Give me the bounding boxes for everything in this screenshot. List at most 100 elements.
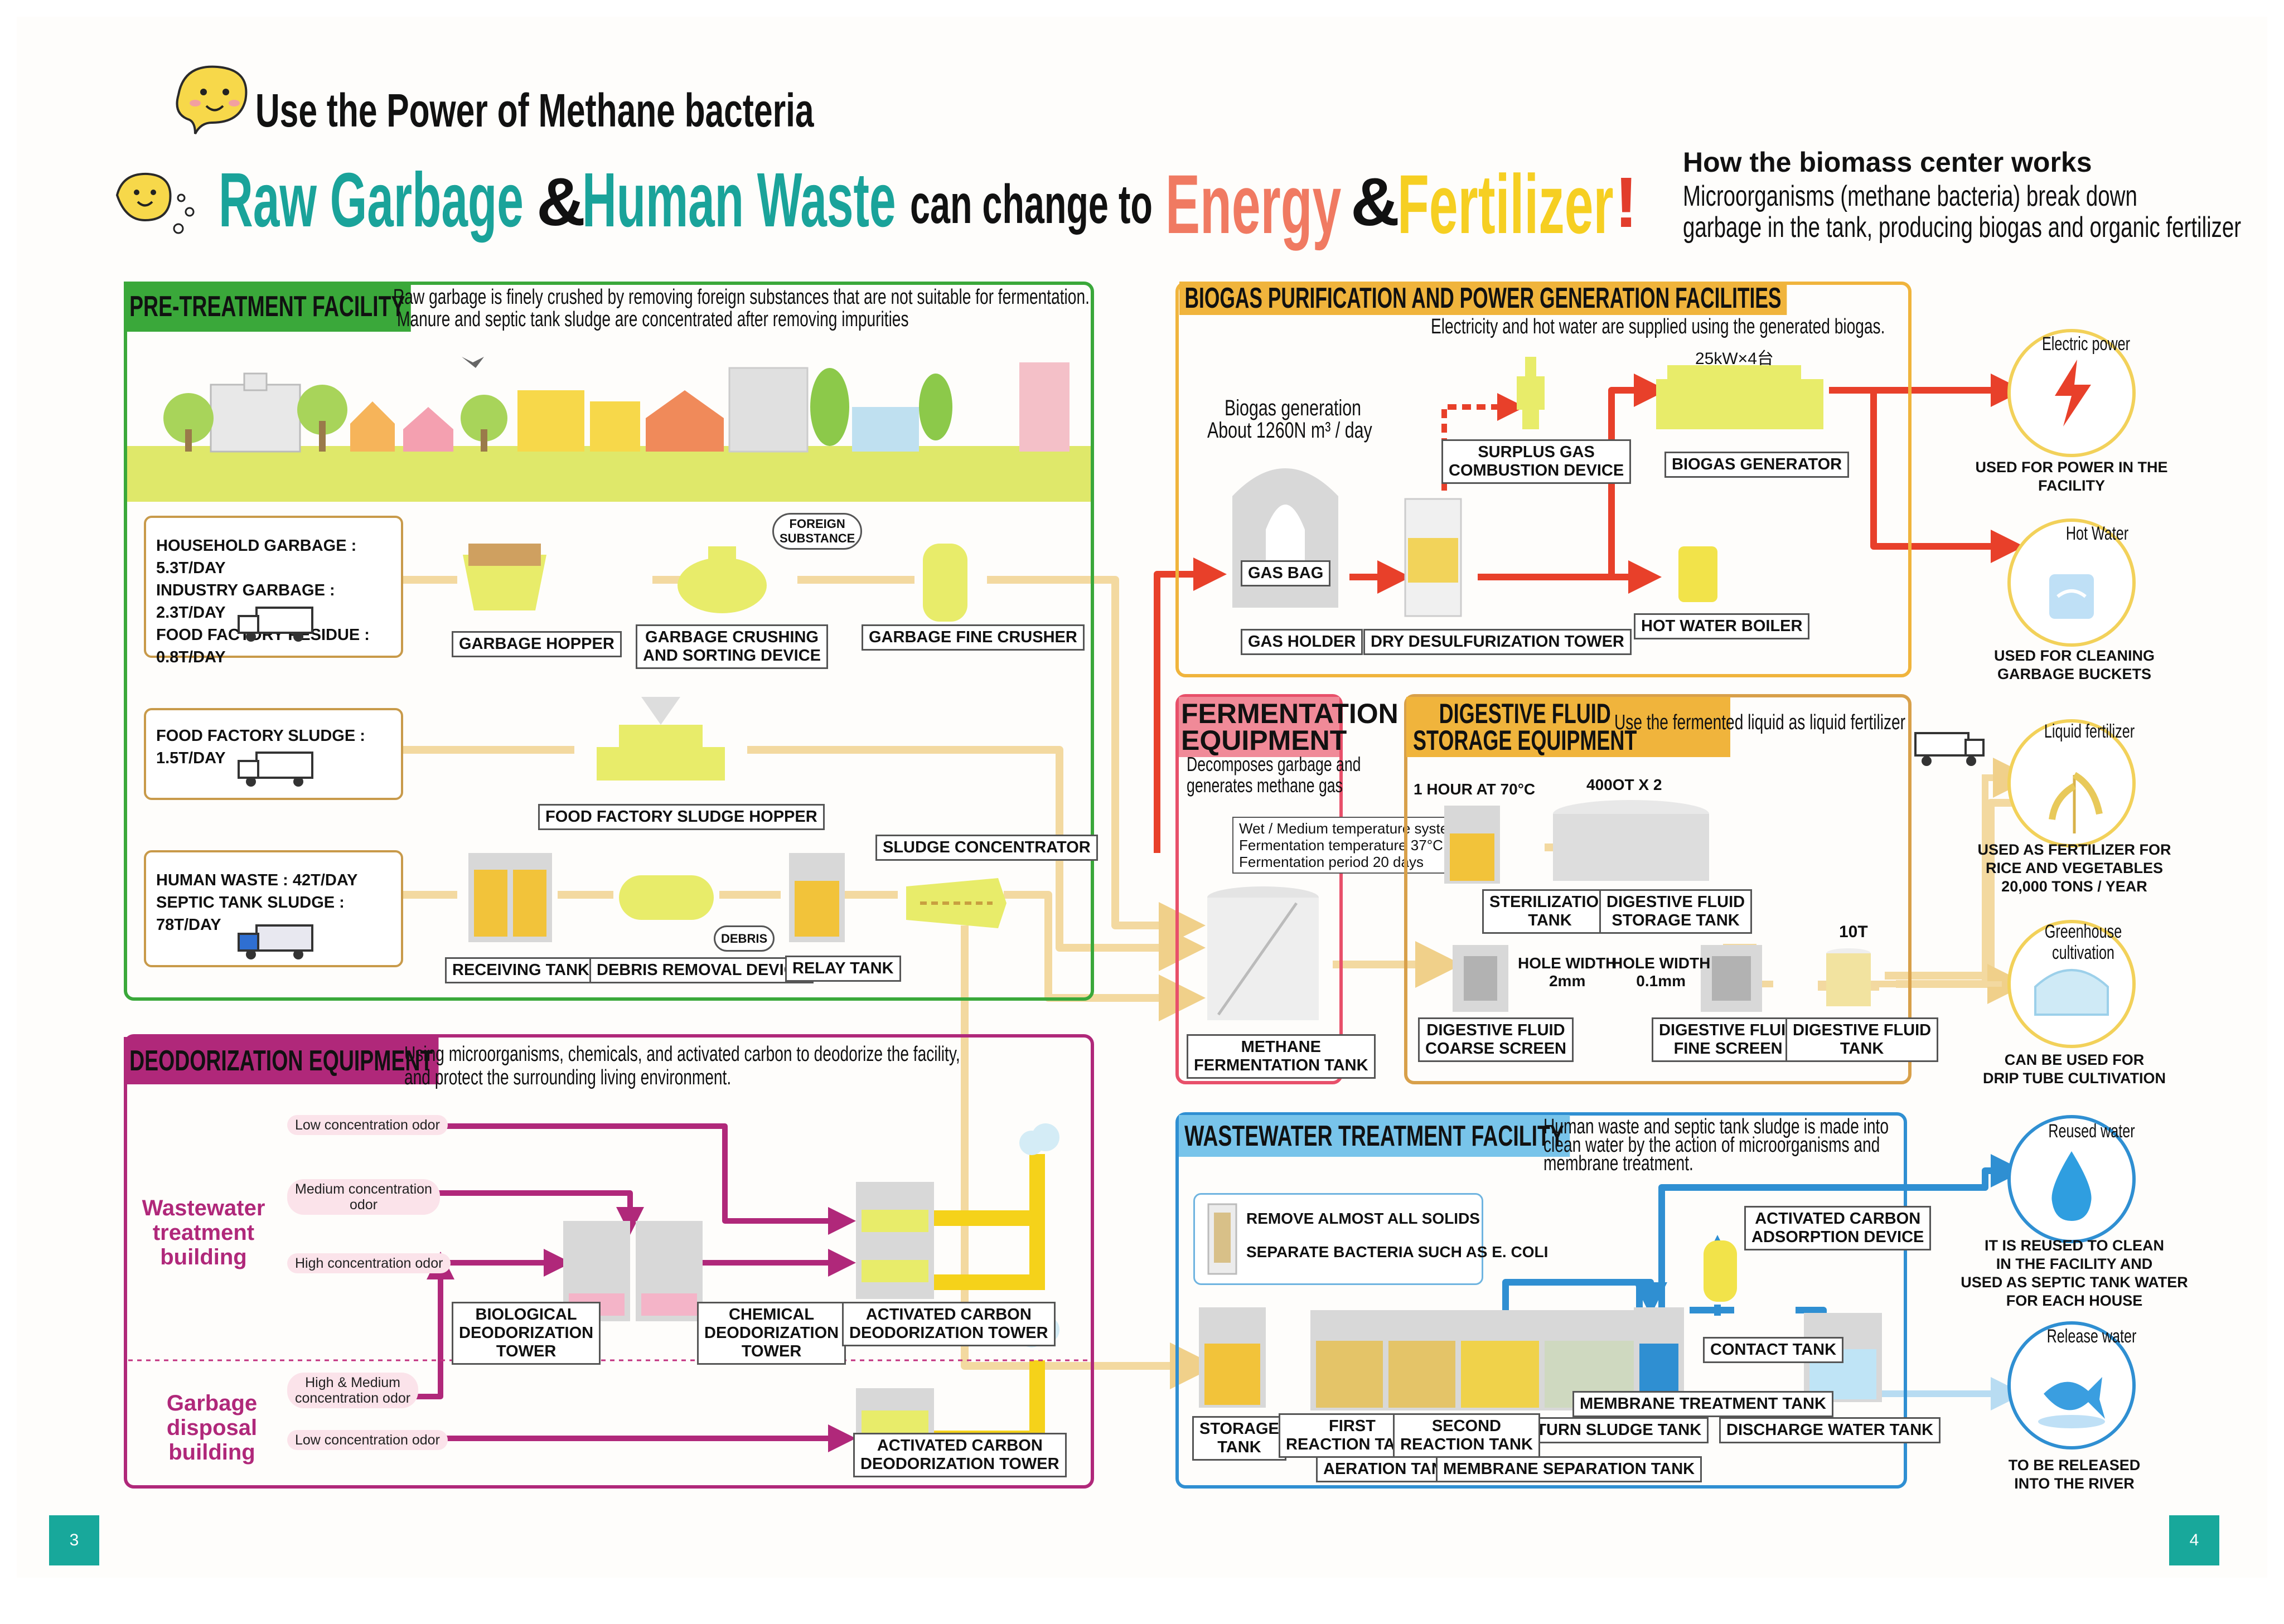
foreign-substance-badge: FOREIGN SUBSTANCE	[772, 513, 863, 550]
debris-device-label: DEBRIS REMOVAL DEVICE	[589, 957, 814, 983]
methane-tank-label: METHANE FERMENTATION TANK	[1187, 1034, 1376, 1079]
relay-tank-icon	[789, 853, 845, 942]
storage-capacity: 400OT X 2	[1586, 776, 1662, 793]
desulf-tower-label: DRY DESULFURIZATION TOWER	[1363, 629, 1632, 655]
title-amp2: &	[1351, 164, 1400, 240]
second-reaction-line2: REACTION TANK	[1400, 1436, 1533, 1453]
sludge-concentrator-label: SLUDGE CONCENTRATOR	[875, 835, 1098, 861]
biogas-generator-icon	[1656, 365, 1823, 429]
chem-tower-line1: CHEMICAL	[729, 1306, 815, 1324]
output-release-water-desc-line2: INTO THE RIVER	[2014, 1475, 2135, 1492]
hot-water-boiler-icon	[1678, 546, 1717, 602]
output-reused-water-title: Reused water	[2048, 1121, 2135, 1142]
source-industry: INDUSTRY GARBAGE : 2.3T/DAY	[156, 581, 335, 622]
garbage-building-line2: disposal	[166, 1415, 258, 1440]
hot-water-boiler-label: HOT WATER BOILER	[1634, 613, 1810, 639]
title-energy: Energy	[1165, 157, 1342, 251]
fermentation-note-line1: Wet / Medium temperature system	[1239, 820, 1460, 837]
pretreatment-header: PRE-TREATMENT FACILITY	[124, 282, 411, 332]
lightning-icon	[2055, 360, 2091, 426]
digestive-storage-tank-icon	[1553, 800, 1709, 881]
output-liquid-fertilizer-desc-line2: RICE AND VEGETABLES	[1985, 860, 2164, 876]
hole-width-fine-line1: HOLE WIDTH	[1612, 954, 1711, 972]
biogas-header: BIOGAS PURIFICATION AND POWER GENERATION…	[1179, 282, 1787, 315]
odor-low: Low concentration odor	[287, 1115, 448, 1135]
ac-tower-line2: DEODORIZATION TOWER	[849, 1324, 1048, 1342]
odor-medium-line2: odor	[349, 1197, 378, 1213]
wastewater-building-label: Wastewater treatment building	[139, 1196, 268, 1269]
output-greenhouse-title-text: Greenhouse cultivation	[2044, 921, 2122, 963]
digestive-storage-line1: DIGESTIVE FLUID	[1606, 893, 1745, 911]
wastewater-desc-line2: clean water by the action of microorgani…	[1543, 1133, 1880, 1157]
deodorization-header: DEODORIZATION EQUIPMENT	[124, 1037, 439, 1084]
output-liquid-fertilizer-desc-line1: USED AS FERTILIZER FOR	[1977, 841, 2171, 858]
hole-width-coarse-line2: 2mm	[1549, 972, 1586, 990]
output-release-water-desc: TO BE RELEASED INTO THE RIVER	[1954, 1456, 2194, 1493]
chem-tower-label: CHEMICAL DEODORIZATION TOWER	[697, 1302, 846, 1365]
fermentation-header-line2: EQUIPMENT	[1181, 725, 1347, 756]
digestive-header-line1: DIGESTIVE FLUID	[1439, 698, 1611, 729]
foreign-substance-line1: FOREIGN	[789, 517, 845, 531]
output-electric-desc: USED FOR POWER IN THE FACILITY	[1952, 458, 2191, 495]
sterilization-tank-line2: TANK	[1528, 912, 1572, 929]
deodorization-section	[124, 1034, 1094, 1489]
surplus-device-line2: COMBUSTION DEVICE	[1449, 462, 1624, 479]
ac-adsorption-line1: ACTIVATED CARBON	[1755, 1210, 1921, 1228]
wastewater-desc-line3: membrane treatment.	[1543, 1152, 1693, 1175]
townscape-illustration	[127, 357, 1091, 502]
water-drop-icon	[2051, 1151, 2092, 1221]
intro-line2: garbage in the tank, producing biogas an…	[1683, 211, 2242, 244]
output-liquid-fertilizer-title: Liquid fertilizer	[2044, 721, 2135, 742]
crushing-device-line1: GARBAGE CRUSHING	[645, 628, 819, 646]
fine-screen-line2: FINE SCREEN	[1673, 1040, 1783, 1058]
output-hot-water-desc-line1: USED FOR CLEANING	[1993, 647, 2155, 664]
bio-tower-line2: DEODORIZATION	[459, 1324, 594, 1342]
wastewater-desc-line1: Human waste and septic tank sludge is ma…	[1543, 1115, 1889, 1138]
fine-screen-icon	[1701, 945, 1762, 1012]
wastewater-building-line3: building	[160, 1245, 247, 1269]
surplus-device-icon	[1517, 357, 1545, 429]
storage-tank-line1: STORAGE	[1199, 1420, 1279, 1438]
debris-device-icon	[619, 875, 714, 920]
biogas-generator-label: BIOGAS GENERATOR	[1664, 452, 1850, 478]
output-reused-water-desc-line1: IT IS REUSED TO CLEAN	[1984, 1237, 2165, 1254]
output-greenhouse-desc-line1: CAN BE USED FOR	[2004, 1051, 2145, 1068]
surplus-device-label: SURPLUS GAS COMBUSTION DEVICE	[1441, 439, 1632, 484]
biogas-desc: Electricity and hot water are supplied u…	[1431, 315, 1885, 338]
remove-solids: REMOVE ALMOST ALL SOLIDS	[1246, 1210, 1480, 1227]
output-liquid-fertilizer-desc: USED AS FERTILIZER FOR RICE AND VEGETABL…	[1954, 841, 2194, 896]
truck-icon	[238, 607, 313, 642]
chem-tower-line3: TOWER	[741, 1342, 802, 1360]
discharge-tank-label: DISCHARGE WATER TANK	[1719, 1417, 1941, 1443]
biogas-generation-line1: Biogas generation	[1225, 396, 1362, 420]
intro-line1: Microorganisms (methane bacteria) break …	[1683, 180, 2137, 212]
odor-low-2: Low concentration odor	[287, 1430, 448, 1450]
sludge-hopper-label: FOOD FACTORY SLUDGE HOPPER	[538, 804, 825, 830]
source-sludge-box: FOOD FACTORY SLUDGE : 1.5T/DAY	[144, 708, 403, 800]
source-food-sludge: FOOD FACTORY SLUDGE : 1.5T/DAY	[156, 727, 365, 767]
output-greenhouse-desc: CAN BE USED FOR DRIP TUBE CULTIVATION	[1954, 1051, 2194, 1088]
sterilization-temp: 1 HOUR AT 70°C	[1414, 781, 1536, 798]
deodorization-desc2: and protect the surrounding living envir…	[404, 1066, 732, 1089]
methane-tank-line1: METHANE	[1241, 1038, 1321, 1056]
output-reused-water-desc-line3: USED AS SEPTIC TANK WATER	[1961, 1274, 2188, 1291]
gas-holder-label: GAS HOLDER	[1241, 629, 1363, 655]
wastewater-building-line1: Wastewater	[142, 1196, 265, 1220]
sterilization-tank-line1: STERILIZATION	[1489, 893, 1610, 911]
output-hot-water-desc-line2: GARBAGE BUCKETS	[1997, 666, 2151, 682]
fine-crusher-label: GARBAGE FINE CRUSHER	[862, 624, 1085, 651]
odor-medium: Medium concentration odor	[287, 1179, 440, 1215]
membrane-module-icon	[1207, 1203, 1237, 1275]
title-amp1: &	[536, 164, 586, 240]
garbage-hopper-icon	[463, 544, 546, 610]
digestive-desc: Use the fermented liquid as liquid ferti…	[1614, 711, 1906, 734]
fermentation-desc-line1: Decomposes garbage and	[1187, 753, 1361, 775]
storage-tank-line2: TANK	[1217, 1438, 1261, 1456]
odor-high-medium-line1: High & Medium	[305, 1375, 400, 1390]
mascot-icon	[176, 65, 248, 134]
ac-tower-label: ACTIVATED CARBON DEODORIZATION TOWER	[842, 1302, 1056, 1346]
second-reaction-line1: SECOND	[1431, 1417, 1501, 1435]
mascot-small-icon	[115, 172, 195, 234]
fluid-tank-line2: TANK	[1840, 1040, 1884, 1058]
